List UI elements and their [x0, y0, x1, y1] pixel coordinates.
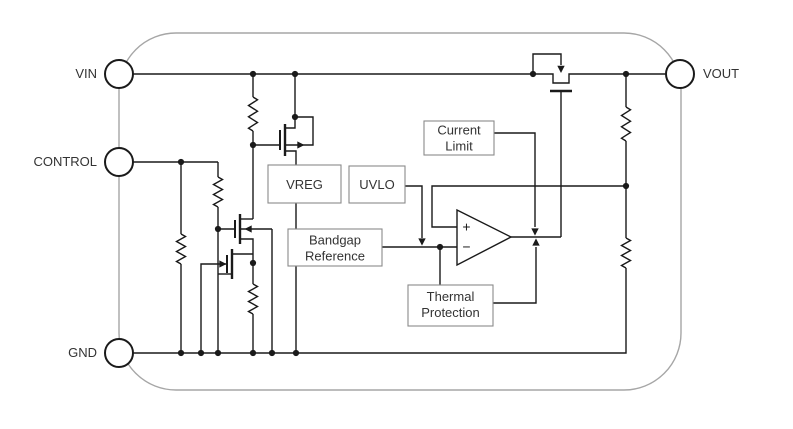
bandgap-label-line1: Bandgap — [309, 233, 361, 248]
junction-dot — [622, 182, 630, 190]
bias-resistor — [247, 283, 259, 315]
pins: VIN CONTROL GND VOUT — [33, 59, 739, 368]
control-pulldown-resistor — [175, 233, 187, 265]
thermal-arrowhead-icon — [532, 238, 540, 246]
junction-dot — [249, 70, 257, 78]
junction-dots — [177, 70, 630, 357]
vout-pin — [665, 59, 695, 89]
uvlo-output-wire — [405, 185, 423, 238]
lower-fet-gate-lead — [200, 263, 227, 353]
junction-dot — [177, 158, 185, 166]
arrowheads — [219, 65, 565, 268]
opamp-minus-label: − — [462, 239, 470, 255]
thermal-protection-block — [407, 284, 494, 327]
control-series-resistor — [212, 176, 224, 208]
upper-fet-source-lead — [240, 238, 254, 263]
vin-pin — [104, 59, 134, 89]
vreg-label: VREG — [286, 177, 323, 192]
input-resistor — [247, 96, 259, 132]
junction-dot — [249, 141, 257, 149]
function-blocks: VREG UVLO Current Limit Bandgap Referenc… — [267, 120, 495, 327]
bias-fet-to-vreg-wire — [285, 150, 297, 165]
vreg-block — [267, 164, 342, 204]
junction-dot — [529, 70, 537, 78]
junction-dot — [249, 259, 257, 267]
opamp-triangle — [456, 208, 513, 267]
current-limit-label-line2: Limit — [445, 139, 473, 154]
upper-fet-arrow-icon — [244, 225, 252, 233]
current-limit-label-line1: Current — [437, 123, 481, 138]
gnd-pin — [104, 338, 134, 368]
junction-dot — [622, 70, 630, 78]
junction-dot — [291, 70, 299, 78]
bandgap-label-line2: Reference — [305, 249, 365, 264]
junction-dot — [214, 225, 222, 233]
uvlo-block — [348, 165, 406, 204]
current-limit-output-wire — [494, 132, 536, 227]
uvlo-arrowhead-icon — [418, 238, 426, 246]
bias-fet-arrow-icon — [297, 141, 305, 149]
gnd-pin-label: GND — [68, 345, 97, 360]
uvlo-label: UVLO — [359, 177, 394, 192]
thermal-label-line1: Thermal — [427, 289, 475, 304]
thermal-label-line2: Protection — [421, 305, 480, 320]
resistors — [175, 96, 632, 315]
current-limit-arrowhead-icon — [531, 228, 539, 236]
pass-fet-arrow-icon — [557, 65, 565, 73]
junction-dot — [249, 349, 257, 357]
vin-pin-label: VIN — [75, 66, 97, 81]
feedback-resistor-bottom — [620, 237, 632, 269]
vin-vout-rail — [133, 73, 666, 84]
feedback-line — [431, 185, 626, 228]
control-pin-label: CONTROL — [33, 154, 97, 169]
feedback-resistor-top — [620, 106, 632, 142]
wires — [133, 53, 666, 354]
bias-fet-drain-wire — [285, 74, 296, 129]
opamp-plus-label: + — [462, 219, 470, 235]
junction-dot — [436, 243, 444, 251]
vout-pin-label: VOUT — [703, 66, 739, 81]
junction-dot — [177, 349, 185, 357]
bias-fet-loop-wire — [285, 116, 314, 146]
junction-dot — [268, 349, 276, 357]
gnd-rail — [133, 268, 627, 354]
control-pin — [104, 147, 134, 177]
transistors — [226, 89, 572, 279]
junction-dot — [291, 113, 299, 121]
pass-fet-loop-wire — [532, 53, 562, 74]
junction-dot — [214, 349, 222, 357]
chip-boundary — [118, 32, 682, 391]
lower-fet-arrow-icon — [219, 260, 227, 268]
current-limit-block — [423, 120, 495, 156]
junction-dot — [197, 349, 205, 357]
junction-dot — [292, 349, 300, 357]
bandgap-reference-block — [287, 228, 383, 267]
error-amplifier: + − — [456, 208, 513, 267]
thermal-output-wire — [493, 247, 537, 304]
